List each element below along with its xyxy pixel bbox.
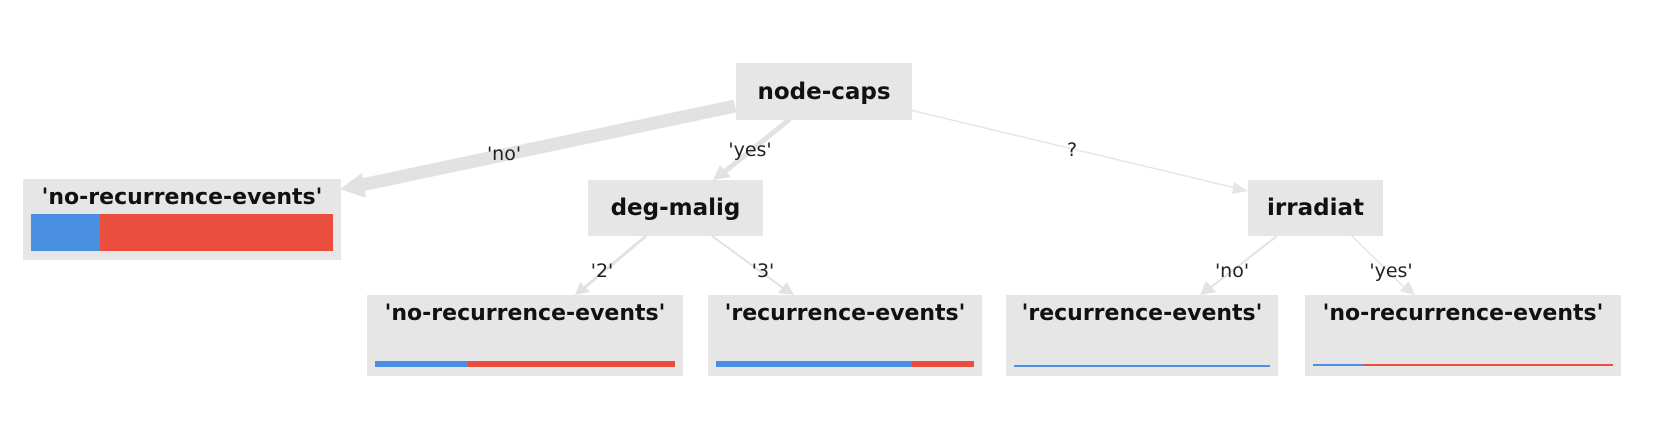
edge-deg-3: [711, 235, 784, 289]
edge-root-yes: [721, 117, 792, 175]
bar-segment-blue: [31, 214, 101, 251]
bar-segment-blue: [1313, 364, 1364, 366]
arrowhead-irr-yes: [1400, 281, 1415, 295]
bar-segment-red: [1364, 364, 1613, 366]
node-irradiat: irradiat: [1248, 180, 1383, 236]
arrowhead-root-q: [1232, 182, 1248, 194]
edge-root-q: [909, 109, 1241, 190]
bar-segment-blue: [375, 361, 468, 367]
bar-segment-red: [100, 214, 333, 251]
bar-segment-blue: [716, 361, 913, 367]
edge-irr-no: [1209, 235, 1278, 289]
arrowhead-irr-no: [1200, 281, 1216, 295]
bar-segment-blue: [1014, 365, 1270, 367]
edge-label-irr-no: 'no': [1215, 260, 1249, 282]
arrowhead-deg-3: [778, 282, 794, 295]
node-deg-malig: deg-malig: [588, 180, 763, 236]
class-distribution-bar: [1313, 364, 1613, 366]
class-distribution-bar: [31, 214, 333, 251]
leaf-deg-2: 'no-recurrence-events': [367, 295, 683, 376]
edge-label-irr-yes: 'yes': [1369, 260, 1412, 282]
class-distribution-bar: [1014, 365, 1270, 367]
node-irradiat-label: irradiat: [1267, 195, 1364, 221]
edge-label-root-yes: 'yes': [728, 139, 771, 161]
leaf-deg-2-label: 'no-recurrence-events': [384, 301, 666, 326]
leaf-irr-no-label: 'recurrence-events': [1021, 301, 1263, 326]
class-distribution-bar: [375, 361, 675, 367]
edge-deg-2: [583, 234, 647, 290]
edge-label-deg-2: '2': [591, 260, 614, 282]
edge-label-root-q: ?: [1067, 139, 1077, 161]
bar-segment-red: [468, 361, 675, 367]
node-root: node-caps: [736, 63, 912, 120]
leaf-irr-no: 'recurrence-events': [1006, 295, 1278, 376]
leaf-deg-3-label: 'recurrence-events': [724, 301, 966, 326]
leaf-root-no-label: 'no-recurrence-events': [41, 185, 323, 210]
bar-segment-red: [912, 361, 974, 367]
node-root-label: node-caps: [757, 78, 891, 105]
arrowhead-root-no: [340, 173, 366, 198]
edge-irr-yes: [1351, 235, 1406, 289]
node-deg-malig-label: deg-malig: [610, 195, 741, 221]
class-distribution-bar: [716, 361, 974, 367]
arrowhead-root-yes: [713, 165, 731, 180]
edge-label-deg-3: '3': [752, 260, 775, 282]
arrowhead-deg-2: [575, 282, 590, 295]
leaf-deg-3: 'recurrence-events': [708, 295, 982, 376]
leaf-irr-yes: 'no-recurrence-events': [1305, 295, 1621, 376]
leaf-irr-yes-label: 'no-recurrence-events': [1322, 301, 1604, 326]
leaf-root-no: 'no-recurrence-events': [23, 179, 341, 260]
edge-root-no: [350, 99, 737, 194]
edge-label-root-no: 'no': [487, 143, 521, 165]
